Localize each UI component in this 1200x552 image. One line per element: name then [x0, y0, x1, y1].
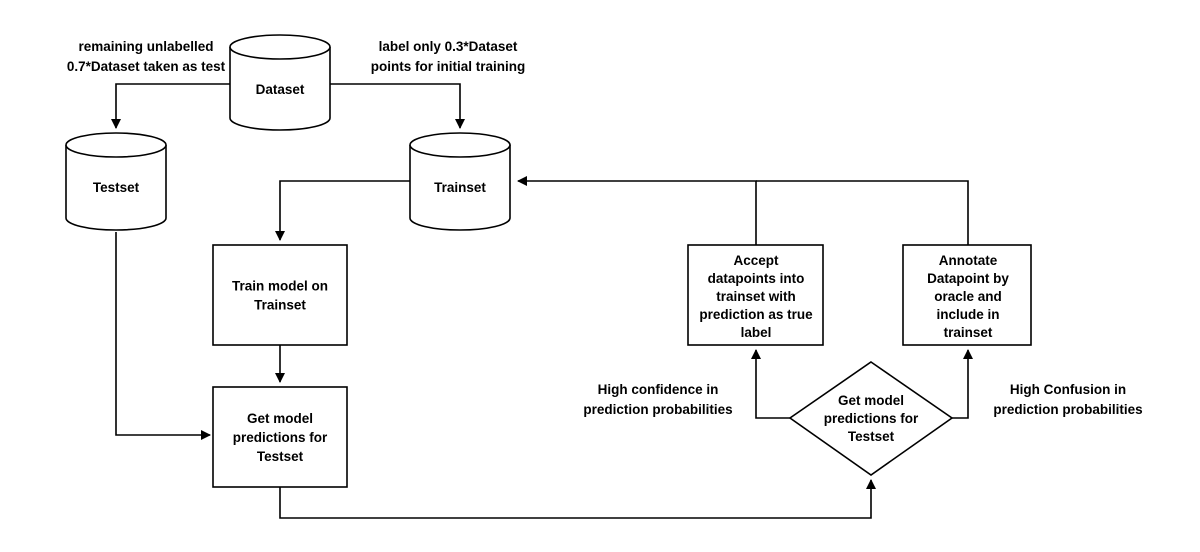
trainset-cylinder: Trainset — [409, 132, 511, 231]
text-line: oracle and — [934, 289, 1002, 304]
edges — [111, 83, 973, 519]
accept-datapoints-box: Accept datapoints into trainset with predic… — [687, 244, 824, 346]
text-line: Get model — [838, 393, 904, 408]
trainset-label: Trainset — [434, 180, 486, 195]
text-line: High Confusion in — [1010, 382, 1126, 397]
edge-dataset-to-trainset — [330, 83, 465, 129]
text-line: 0.7*Dataset taken as test — [67, 59, 226, 74]
edge-label-high-confidence: High confidence in prediction probabiliti… — [583, 382, 732, 417]
text-line: Trainset — [254, 298, 306, 313]
dataset-label: Dataset — [256, 82, 305, 97]
edge-label-high-confusion: High Confusion in prediction probabilitie… — [993, 382, 1142, 417]
edge-accept-to-trainset — [517, 176, 757, 245]
text-line: Testset — [257, 449, 304, 464]
text-line: predictions for — [824, 411, 919, 426]
text-line: datapoints into — [708, 271, 805, 286]
text-line: trainset — [944, 325, 993, 340]
edge-get-predictions-to-diamond — [279, 479, 876, 519]
text-line: Get model — [247, 411, 313, 426]
text-line: label — [741, 325, 772, 340]
text-line: Datapoint by — [927, 271, 1009, 286]
train-model-label: Train model on Trainset — [232, 279, 328, 313]
text-line: include in — [936, 307, 999, 322]
text-line: predictions for — [233, 430, 328, 445]
edge-diamond-to-annotate — [952, 349, 973, 419]
text-line: prediction probabilities — [583, 402, 732, 417]
edge-annotate-to-trainset — [756, 180, 969, 245]
accept-datapoints-label: Accept datapoints into trainset with predic… — [699, 253, 813, 340]
testset-label: Testset — [93, 180, 140, 195]
text-line: High confidence in — [598, 382, 719, 397]
text-line: points for initial training — [371, 59, 526, 74]
train-model-box: Train model on Trainset — [212, 244, 348, 346]
text-line: label only 0.3*Dataset — [379, 39, 518, 54]
edge-dataset-to-testset — [111, 83, 230, 129]
text-line: trainset with — [716, 289, 796, 304]
testset-cylinder: Testset — [65, 132, 167, 231]
text-line: Accept — [733, 253, 779, 268]
edge-label-remaining-unlabelled: remaining unlabelled 0.7*Dataset taken as… — [67, 39, 226, 74]
edge-diamond-to-accept — [751, 349, 790, 419]
text-line: Annotate — [939, 253, 998, 268]
text-line: remaining unlabelled — [78, 39, 213, 54]
dataset-cylinder: Dataset — [229, 34, 331, 131]
edge-testset-to-get-predictions — [115, 232, 211, 440]
text-line: Testset — [848, 429, 895, 444]
edge-label-label-only: label only 0.3*Dataset points for initial… — [371, 39, 526, 74]
text-line: prediction as true — [699, 307, 813, 322]
edge-trainset-to-train-model — [275, 180, 410, 241]
text-line: prediction probabilities — [993, 402, 1142, 417]
text-line: Train model on — [232, 279, 328, 294]
